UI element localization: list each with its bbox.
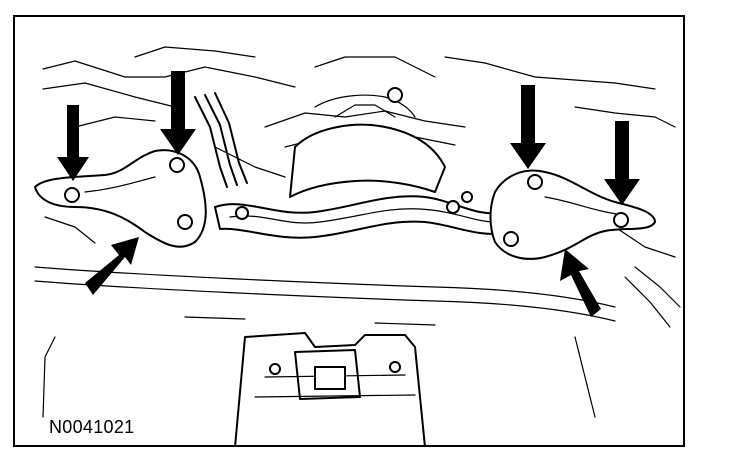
bolt-left-upper bbox=[169, 157, 185, 173]
callout-arrows bbox=[57, 71, 640, 317]
figure-frame: N0041021 bbox=[13, 15, 685, 447]
arrow-left-upper-icon bbox=[160, 71, 196, 155]
bolt-left-outer bbox=[64, 187, 80, 203]
arrow-left-outer-icon bbox=[57, 105, 89, 181]
subframe-illustration bbox=[34, 46, 681, 445]
jack-support bbox=[34, 266, 616, 445]
arrow-right-lower-icon bbox=[560, 249, 601, 317]
figure-id-label: N0041021 bbox=[49, 417, 135, 437]
bolt-right-upper bbox=[527, 174, 543, 190]
arrow-right-upper-icon bbox=[510, 85, 546, 169]
left-subframe-bracket bbox=[34, 149, 249, 248]
crossmember bbox=[214, 87, 511, 239]
bolt-center-left bbox=[235, 206, 249, 220]
right-subframe-bracket bbox=[446, 169, 656, 260]
arrow-right-outer-icon bbox=[604, 121, 640, 205]
bolt-right-lower bbox=[503, 231, 519, 247]
bolt-center-right bbox=[446, 200, 460, 214]
bolt-right-outer bbox=[613, 212, 629, 228]
bolt-left-lower bbox=[177, 214, 193, 230]
arrow-left-lower-icon bbox=[85, 237, 139, 295]
